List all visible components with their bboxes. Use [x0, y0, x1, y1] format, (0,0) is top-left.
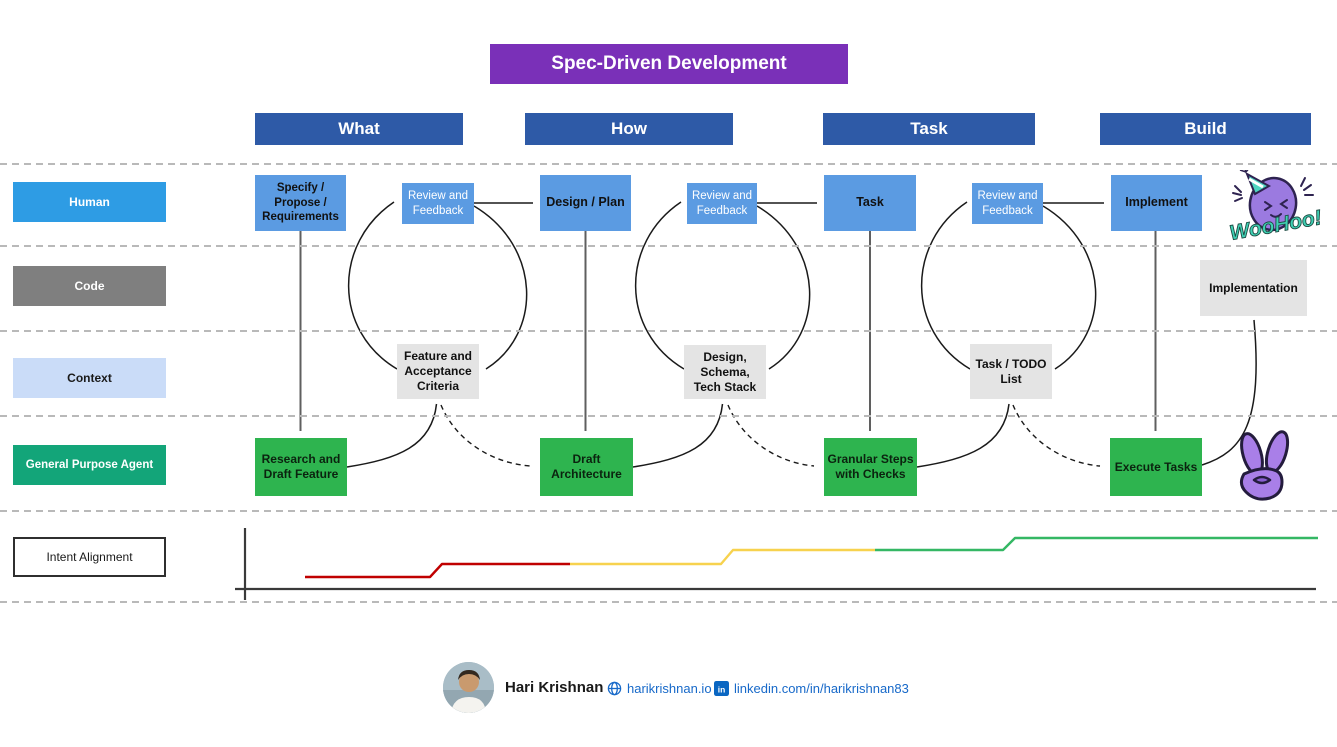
box-task: Task — [824, 175, 916, 231]
page-title: Spec-Driven Development — [490, 44, 848, 84]
box-review-and-feedback-3: Review and Feedback — [972, 183, 1043, 224]
intent-alignment-line-medium — [570, 548, 875, 566]
phase-header-what: What — [255, 113, 463, 145]
box-draft-architecture: Draft Architecture — [540, 438, 633, 496]
box-task-todo-list: Task / TODO List — [970, 344, 1052, 399]
box-design-plan: Design / Plan — [540, 175, 631, 231]
lane-label-intent-alignment: Intent Alignment — [13, 537, 166, 577]
box-granular-steps-with-checks: Granular Steps with Checks — [824, 438, 917, 496]
peace-hand-sticker — [1239, 430, 1290, 501]
website-link-label: harikrishnan.io — [627, 681, 712, 696]
intent-alignment-line-low — [305, 562, 570, 579]
box-review-and-feedback-2: Review and Feedback — [687, 183, 757, 224]
lane-separator — [0, 330, 1337, 332]
lane-label-code: Code — [13, 266, 166, 306]
lane-label-general-purpose-agent: General Purpose Agent — [13, 445, 166, 485]
box-implementation: Implementation — [1200, 260, 1307, 316]
woohoo-celebration-sticker: WooHoo! — [1227, 170, 1324, 245]
website-link[interactable]: harikrishnan.io — [607, 681, 712, 696]
phase-header-how: How — [525, 113, 733, 145]
svg-text:in: in — [718, 684, 725, 694]
linkedin-link-label: linkedin.com/in/harikrishnan83 — [734, 681, 909, 696]
intent-alignment-line-high — [875, 536, 1318, 552]
lane-separator — [0, 415, 1337, 417]
lane-separator — [0, 510, 1337, 512]
box-research-and-draft-feature: Research and Draft Feature — [255, 438, 347, 496]
author-name: Hari Krishnan — [505, 679, 604, 696]
globe-icon — [607, 681, 622, 696]
linkedin-link[interactable]: in linkedin.com/in/harikrishnan83 — [714, 681, 909, 696]
lane-separator — [0, 163, 1337, 165]
avatar — [443, 662, 494, 713]
lane-separator — [0, 245, 1337, 247]
lane-label-context: Context — [13, 358, 166, 398]
box-execute-tasks: Execute Tasks — [1110, 438, 1202, 496]
box-specify-propose-requirements: Specify / Propose / Requirements — [255, 175, 346, 231]
lane-separator — [0, 601, 1337, 603]
phase-header-task: Task — [823, 113, 1035, 145]
box-implement: Implement — [1111, 175, 1202, 231]
box-design-schema-tech-stack: Design, Schema, Tech Stack — [684, 345, 766, 399]
lane-label-human: Human — [13, 182, 166, 222]
box-feature-acceptance-criteria: Feature and Acceptance Criteria — [397, 344, 479, 399]
box-review-and-feedback-1: Review and Feedback — [402, 183, 474, 224]
phase-header-build: Build — [1100, 113, 1311, 145]
svg-text:WooHoo!: WooHoo! — [1228, 206, 1324, 245]
linkedin-icon: in — [714, 681, 729, 696]
